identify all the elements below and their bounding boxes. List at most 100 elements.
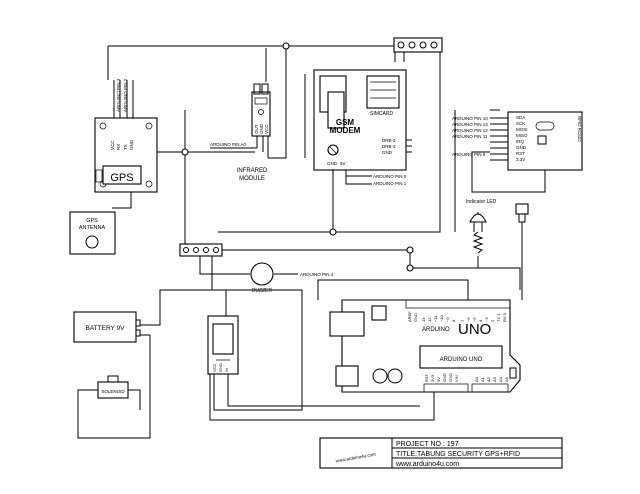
power-pin-gnd-2: GND xyxy=(448,373,453,382)
digital-pin-13: 13 xyxy=(421,317,426,322)
gsm-modem: SIMCARD GSM MODEM DRB-2 DRB-3 GND GND 5V… xyxy=(313,69,412,186)
rfid-arduino-pin-12: ARDUINO PIN 12 xyxy=(452,128,488,133)
buzzer-arduino-pin: ARDUINO PIN 4 xyxy=(300,272,334,277)
ir-label-line1: INFRARED xyxy=(237,168,268,174)
infrared-module: OUT GND VCC ARDUINO PIN A0 INFRARED MODU… xyxy=(210,83,271,182)
top-terminal-block xyxy=(393,37,443,53)
gps-pin-vcc: VCC xyxy=(110,140,115,150)
digital-pin-11: ~11 xyxy=(433,315,438,322)
gsm-pin-5v: 5V xyxy=(340,161,346,166)
analog-pin-a4: A4 xyxy=(498,376,503,382)
rfid-pin-labels: SDA SCK MOSI MISO IRQ GND RST 3.3V xyxy=(516,115,528,162)
rfid-arduino-pin-13: ARDUINO PIN 13 xyxy=(452,122,488,127)
gsm-arduino-pin-1: ARDUINO PIN 1 xyxy=(373,181,407,186)
middle-terminal-block xyxy=(179,243,223,257)
ir-pin-out: OUT xyxy=(254,124,259,134)
title-block: www.arduino4u.com PROJECT NO : 197 TITLE… xyxy=(319,437,563,469)
gps-arduino-pin-2: ARDUINO PIN 2 xyxy=(123,78,128,112)
analog-pin-a5: A5 xyxy=(504,376,509,382)
rfid-pin-sda: SDA xyxy=(516,115,525,120)
rfid-label: RFID RC522 xyxy=(577,116,582,142)
gps-arduino-pin-3: ARDUINO PIN 3 xyxy=(116,78,121,112)
battery-9v: BATTERY 9V xyxy=(73,311,141,343)
relay-module: VCC GND IN xyxy=(207,315,239,375)
digital-pin-12: 12 xyxy=(427,317,432,322)
digital-pin-6: ~6 xyxy=(466,317,471,322)
arduino-uno-title: UNO xyxy=(458,321,491,338)
rfid-pin-mosi: MOSI xyxy=(516,127,528,132)
indicator-led: Indicator LED xyxy=(466,199,497,254)
arduino-label: ARDUINO xyxy=(422,327,450,333)
rfid-pin-miso: MISO xyxy=(516,133,528,138)
power-pin-gnd-1: GND xyxy=(442,373,447,382)
power-pin-vin: VIN xyxy=(454,375,459,382)
junctions xyxy=(181,42,414,272)
ir-pin-gnd: GND xyxy=(259,123,264,134)
gps-module: GPS VCC RX TX GND ARDUINO PIN 3 ARDUINO … xyxy=(94,78,158,193)
analog-pin-a3: A3 xyxy=(492,376,497,382)
arduino-uno-board: AREF GND 13 12 ~11 ~10 ~9 8 7 ~6 ~5 4 ~3… xyxy=(329,299,521,393)
relay-pin-3: IN xyxy=(224,368,229,372)
rfid-pin-3v3: 3.3V xyxy=(516,157,525,162)
title-block-title: TITLE:TABUNG SECURITY GPS+RFID xyxy=(396,451,520,458)
arduino-analog-pin-labels: A0 A1 A2 A3 A4 A5 xyxy=(474,376,509,382)
digital-pin-9: ~9 xyxy=(445,317,450,322)
rfid-pin-rst: RST xyxy=(516,151,525,156)
gps-antenna-line1: GPS xyxy=(86,218,98,224)
title-block-url: www.arduino4u.com xyxy=(395,461,459,468)
digital-pin-5: ~5 xyxy=(472,317,477,322)
power-pin-5v: 5V xyxy=(436,377,441,382)
gsm-label-line2: MODEM xyxy=(330,126,361,135)
gsm-pin-drb2: DRB-2 xyxy=(382,138,396,143)
ir-arduino-pin: ARDUINO PIN A0 xyxy=(210,142,247,147)
gps-pin-rx: RX xyxy=(116,144,121,150)
digital-pin-4: 4 xyxy=(478,319,483,322)
solenoid-label: SOLENOID xyxy=(101,389,125,394)
rfid-arduino-pin-10: ARDUINO PIN 10 xyxy=(452,116,488,121)
gps-label: GPS xyxy=(110,172,133,184)
gsm-label-line1: GSM xyxy=(336,118,355,127)
rfid-pin-gnd: GND xyxy=(516,145,527,150)
solenoid: SOLENOID xyxy=(97,375,129,399)
gps-antenna: GPS ANTENNA xyxy=(69,211,116,255)
arduino-chip-label: ARDUINO UNO xyxy=(440,357,483,363)
title-block-project: PROJECT NO : 197 xyxy=(396,441,459,448)
gsm-simcard: SIMCARD xyxy=(370,111,393,117)
push-button xyxy=(515,203,529,223)
arduino-gnd: GND xyxy=(413,313,418,322)
gsm-pin-gnd-bottom: GND xyxy=(327,161,338,166)
relay-pin-1: VCC xyxy=(212,363,217,372)
gps-antenna-line2: ANTENNA xyxy=(79,225,106,231)
gsm-pin-gnd-right: GND xyxy=(382,150,393,155)
gsm-arduino-pin-0: ARDUINO PIN 0 xyxy=(373,174,407,179)
digital-pin-rx0: RX 0 xyxy=(502,312,507,322)
relay-pin-2: GND xyxy=(218,363,223,372)
digital-pin-7: 7 xyxy=(460,319,465,322)
analog-pin-a1: A1 xyxy=(480,376,485,382)
ir-pin-vcc: VCC xyxy=(264,124,269,134)
digital-pin-3: ~3 xyxy=(484,317,489,322)
ir-label-line2: MODULE xyxy=(239,176,265,182)
digital-pin-10: ~10 xyxy=(439,314,444,322)
rfid-pin-sck: SCK xyxy=(516,121,525,126)
digital-pin-8: 8 xyxy=(451,319,456,322)
analog-pin-a0: A0 xyxy=(474,376,479,382)
digital-pin-2: 2 xyxy=(490,319,495,322)
buzzer-label: BUZZER xyxy=(252,288,272,294)
battery-label: BATTERY 9V xyxy=(85,325,125,332)
arduino-aref: AREF xyxy=(407,311,412,322)
rfid-pin-irq: IRQ xyxy=(516,139,525,144)
arduino-power-pin-labels: RST 3V3 5V GND GND VIN xyxy=(424,373,459,382)
arduino-digital-pin-labels: 13 12 ~11 ~10 ~9 8 7 ~6 ~5 4 ~3 2 TX 1 R… xyxy=(421,312,507,322)
gps-pin-tx: TX xyxy=(123,144,128,150)
gps-pin-gnd: GND xyxy=(129,139,134,150)
rfid-arduino-pin-9: ARDUINO PIN 9 xyxy=(452,152,486,157)
indicator-led-label: Indicator LED xyxy=(466,199,497,205)
analog-pin-a2: A2 xyxy=(486,376,491,382)
rfid-rc522: RFID RC522 SDA SCK MOSI MISO IRQ GND RST… xyxy=(452,111,583,171)
gsm-pin-drb3: DRB-3 xyxy=(382,144,396,149)
power-pin-rst: RST xyxy=(424,373,429,382)
rfid-arduino-pin-11: ARDUINO PIN 11 xyxy=(452,134,488,139)
digital-pin-tx1: TX 1 xyxy=(496,313,501,322)
